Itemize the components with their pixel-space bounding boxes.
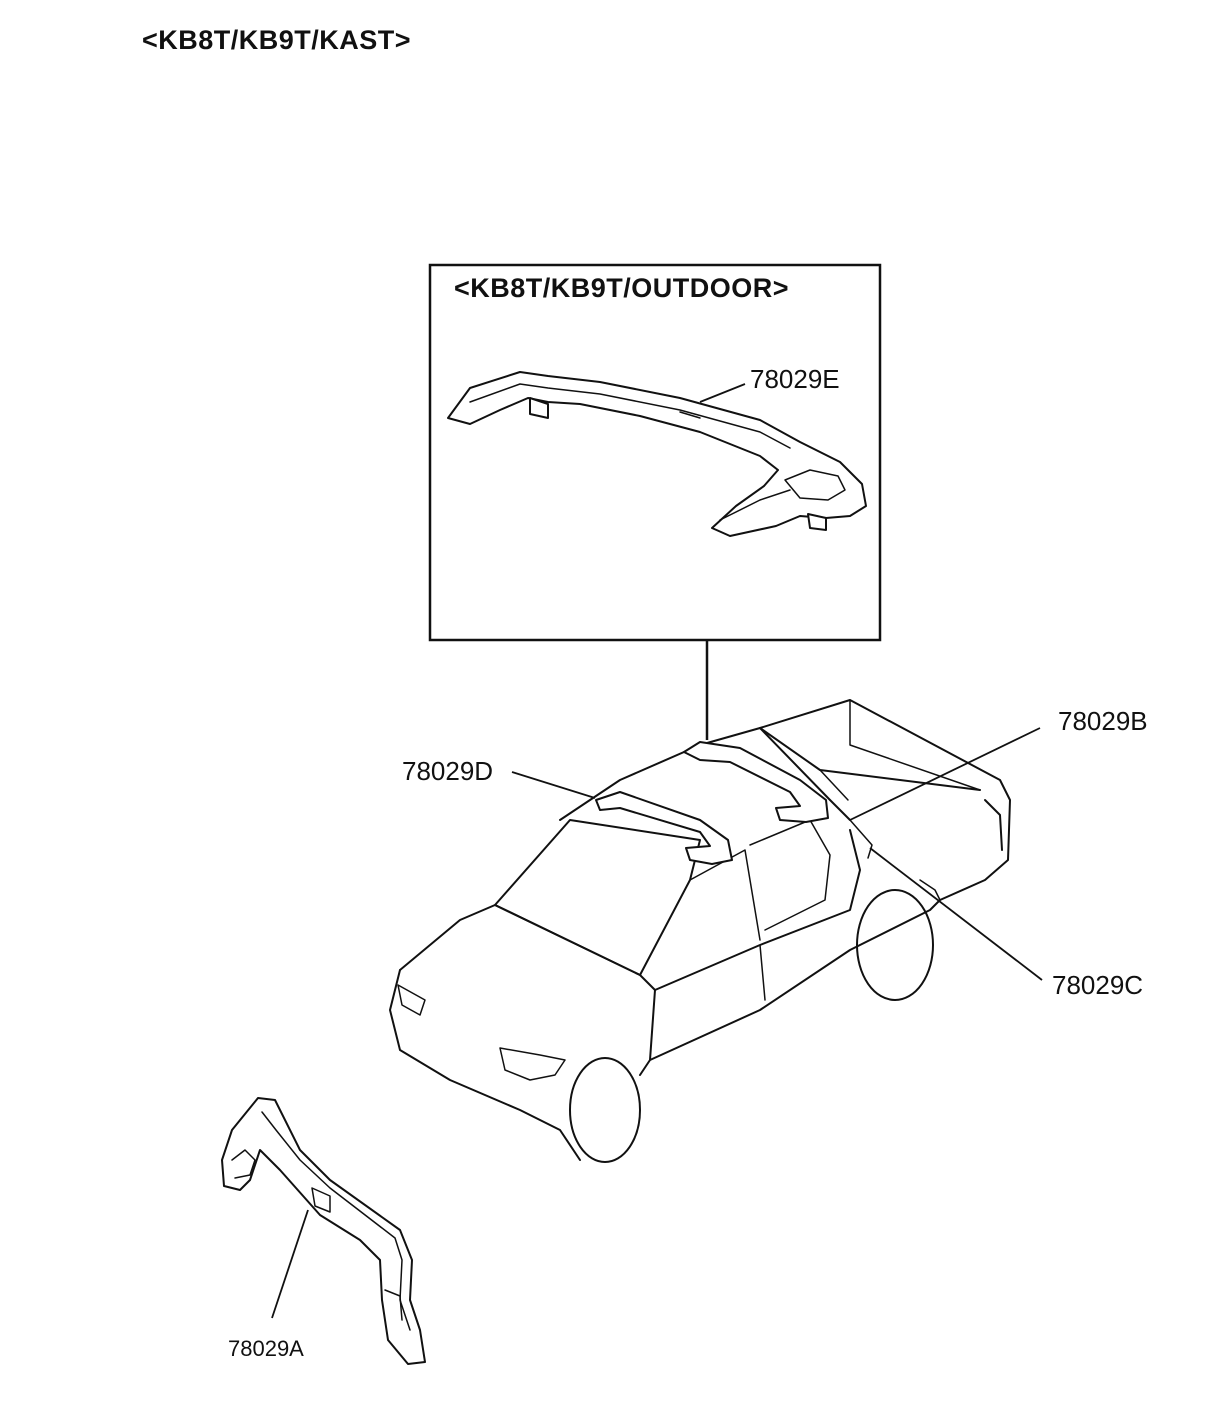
callout-line-c [869,847,1043,981]
inset-box [428,263,882,642]
pickup-truck-illustration [389,699,1011,1163]
part-label-78029b[interactable]: 78029B [1058,706,1148,736]
page-title: <KB8T/KB9T/KAST> [142,25,412,55]
part-label-78029d[interactable]: 78029D [402,756,494,786]
inset-title: <KB8T/KB9T/OUTDOOR> [454,273,790,303]
callout-line-a [271,1209,309,1319]
callout-line-d [511,771,596,799]
callout-line-e [699,383,746,403]
fender-garnish-a-illustration [221,1097,426,1365]
part-label-78029c[interactable]: 78029C [1052,970,1144,1000]
part-label-78029e[interactable]: 78029E [750,364,840,394]
roof-rail-e-illustration [447,371,867,537]
callout-line-b [849,727,1041,821]
part-label-78029a[interactable]: 78029A [228,1336,304,1361]
